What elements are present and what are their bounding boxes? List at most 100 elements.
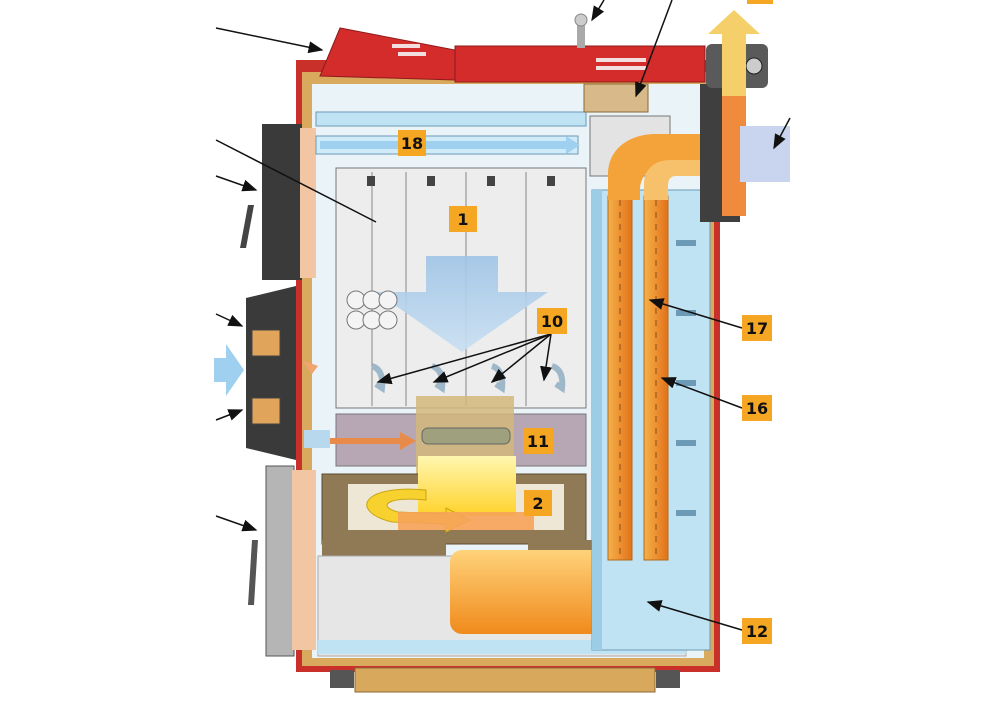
- plate-bolt: [427, 176, 435, 186]
- plate-bolt: [487, 176, 495, 186]
- log: [346, 310, 366, 330]
- flue-outlet: [583, 10, 790, 222]
- callout-12: 12: [742, 618, 772, 644]
- foot-right: [656, 670, 680, 688]
- secondary-air-jet: [330, 432, 416, 450]
- exhaust-up-arrow: [708, 10, 760, 96]
- lid-handle-knob: [574, 13, 588, 27]
- pointer-line: [773, 117, 791, 150]
- pointer-line: [490, 333, 552, 383]
- pointer-line: [215, 313, 244, 327]
- log: [378, 290, 398, 310]
- flue-pipe-outlet: [740, 126, 790, 182]
- hot-gas-channel: [398, 512, 534, 530]
- downward-gas-arrow: [376, 256, 548, 352]
- log: [362, 310, 382, 330]
- lower-cleaning-door: [248, 465, 316, 657]
- pointer-line: [215, 175, 258, 192]
- loading-door-panel: [262, 124, 302, 280]
- pointer-line: [215, 27, 324, 54]
- pointer-line: [646, 600, 743, 631]
- top-lid-panel: [319, 27, 456, 81]
- cleaning-door-handle: [248, 540, 258, 605]
- callout-label: 16: [746, 399, 768, 418]
- jacket-baffle: [676, 380, 696, 386]
- cropped-callout-box: [747, 0, 773, 4]
- callout-label: 11: [527, 432, 549, 451]
- pointer-line: [540, 333, 552, 382]
- loading-door-inner: [300, 128, 316, 278]
- lid-vent-slot: [392, 44, 420, 48]
- primary-air-damper: [251, 329, 281, 357]
- top-channel-arrow: [320, 136, 580, 154]
- jacket-baffle: [676, 440, 696, 446]
- log: [378, 310, 398, 330]
- jacket-baffle: [676, 240, 696, 246]
- callout-10: 10: [537, 308, 567, 334]
- base-plinth: [354, 667, 656, 693]
- air-inlet-box: [214, 286, 296, 460]
- cover-vent-slot: [596, 66, 646, 70]
- pointer-line: [660, 377, 743, 409]
- pointer-line: [376, 333, 552, 385]
- lid-vent-slot: [398, 52, 426, 56]
- nozzle-bar: [421, 427, 511, 445]
- heat-exchanger: [591, 189, 711, 651]
- log: [362, 290, 382, 310]
- top-cover-panel: [454, 45, 706, 83]
- loading-door-handle: [240, 205, 254, 248]
- callout-box: [537, 308, 567, 334]
- lid-handle-post: [577, 22, 585, 48]
- log: [346, 290, 366, 310]
- pointer-line: [215, 515, 258, 532]
- callout-11: 11: [523, 428, 553, 454]
- callout-box: [523, 428, 553, 454]
- foot-left: [330, 670, 354, 688]
- callout-18: 18: [398, 130, 426, 156]
- plate-bolt: [367, 176, 375, 186]
- callout-1: 1: [449, 206, 477, 232]
- callout-2: 2: [524, 490, 552, 516]
- inlet-air-arrow: [214, 344, 244, 396]
- plate-bolt: [547, 176, 555, 186]
- fan-motor-icon: [745, 57, 763, 75]
- hot-air-jet: [302, 360, 318, 374]
- upper-plate: [315, 111, 587, 127]
- callout-label: 17: [746, 319, 768, 338]
- callout-box: [398, 130, 426, 156]
- secondary-air-damper: [251, 397, 281, 425]
- callout-label: 1: [457, 210, 468, 229]
- callout-16: 16: [742, 395, 772, 421]
- callout-box: [524, 490, 552, 516]
- fuel-chamber: [302, 167, 587, 409]
- pointer-lines: [215, 0, 791, 631]
- callout-box: [742, 395, 772, 421]
- jacket-baffle: [676, 510, 696, 516]
- callout-label: 12: [746, 622, 768, 641]
- upper-loading-door: [240, 124, 316, 280]
- jacket-baffle: [676, 310, 696, 316]
- pointer-line: [648, 298, 743, 329]
- air-nozzle-arrow: [550, 363, 566, 394]
- pointer-line: [635, 0, 673, 98]
- air-box-housing: [246, 286, 296, 460]
- pointer-line: [591, 0, 605, 22]
- air-feed-tube: [304, 430, 330, 448]
- top-lid: [319, 13, 706, 83]
- callout-box: [449, 206, 477, 232]
- pointer-line: [215, 139, 377, 223]
- jacket-divider: [592, 190, 602, 650]
- callout-box: [742, 618, 772, 644]
- pointer-line: [432, 333, 552, 383]
- pointer-line: [215, 409, 244, 421]
- top-water-duct: [315, 111, 587, 155]
- flame-column: [418, 456, 516, 516]
- cleaning-door-panel: [265, 465, 295, 657]
- heat-exchanger-tube-left: [607, 195, 633, 561]
- callout-box: [742, 315, 772, 341]
- cleaning-door-inner: [292, 470, 316, 650]
- callout-17: 17: [742, 315, 772, 341]
- callout-label: 2: [532, 494, 543, 513]
- flue-elbow-inner: [644, 160, 700, 200]
- callout-label: 18: [401, 134, 423, 153]
